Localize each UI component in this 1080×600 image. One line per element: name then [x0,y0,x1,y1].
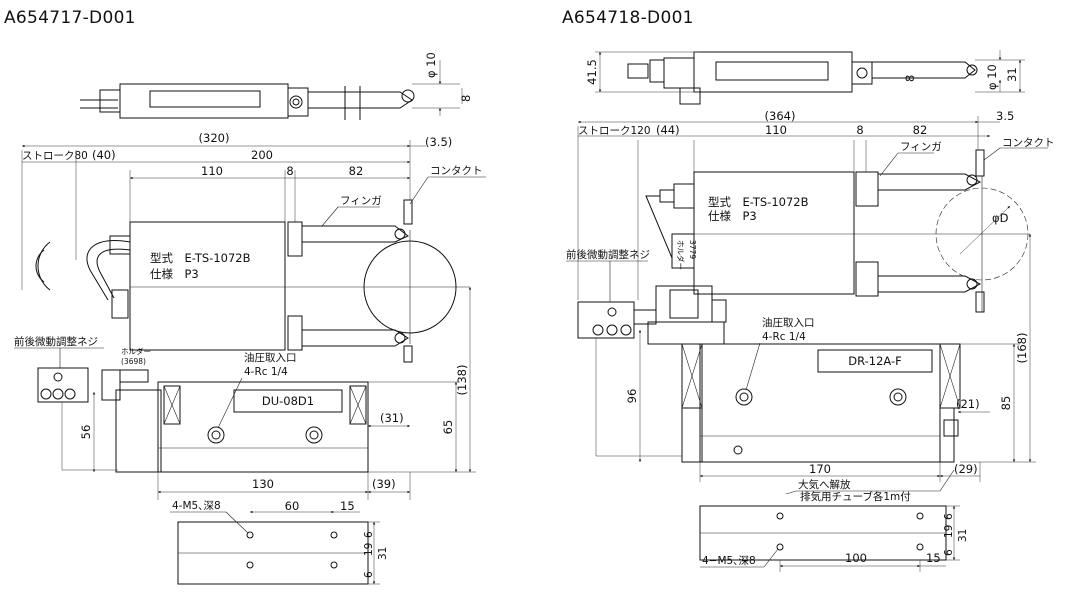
right-adjust-label: 前後微動調整ネジ [566,248,650,261]
right-unit-nameplate [817,349,933,373]
left-adjust-block [37,367,89,403]
left-contact-label: コンタクト [430,165,483,177]
right-top8-dim: 8 [903,75,917,82]
right-adjust-block [577,301,635,339]
left-phi10-dim: φ 10 [424,52,438,78]
right-bottom-dim-19: 19 [943,525,955,538]
right-drawing: 41.5 8 φ 10 31 (364) 3.5 ストローク120 (44) 1… [566,50,1055,572]
left-adjust-label: 前後微動調整ネジ [14,335,98,348]
right-holder-number: 3779 [688,240,697,259]
left-dim-82: 82 [349,164,364,178]
right-dim-170: 170 [809,462,831,476]
left-dim-35: (3.5) [425,135,452,149]
left-bottom-dim-31: 31 [377,547,389,560]
left-finger-label: フィンガ [340,195,382,207]
right-top31-dim: 31 [1005,67,1019,82]
left-bottom-dim-6a: 6 [363,531,375,538]
right-dim-168: (168) [1015,333,1029,364]
left-bottom-dim-6b: 6 [363,571,375,578]
right-phi10-dim: φ 10 [985,64,999,90]
left-oil-inlet: 油圧取入口 [244,351,297,364]
left-dim-320: (320) [199,131,230,145]
left-dim-60: 60 [285,499,300,513]
left-dim-15: 15 [340,499,355,513]
left-model-line2: 仕様 P3 [150,267,199,281]
right-dim-96: 96 [625,389,639,404]
left-dim-138: (138) [455,365,469,396]
right-dim-15: 15 [926,551,941,565]
left-dim-56: 56 [79,425,93,440]
left-dim-40: (40) [92,148,116,162]
right-oil-inlet: 油圧取入口 [762,316,815,329]
right-dim-44: (44) [656,123,680,137]
left-top8-dim: 8 [459,95,473,102]
right-bottom-dim-31: 31 [957,529,969,542]
left-unit-name: DU-08D1 [262,394,314,408]
left-rc-spec: 4-Rc 1/4 [244,366,288,378]
left-dim-65: 65 [441,420,455,435]
right-dim-29: (29) [954,462,978,476]
left-main-body [129,221,286,351]
left-top-view: φ 10 8 [80,52,473,120]
right-dim-21: (21) [956,397,980,411]
right-dim-8: 8 [856,123,863,137]
left-dim-200: 200 [251,148,273,162]
right-unit-name: DR-12A-F [848,354,902,368]
right-phiD-label: φD [992,211,1009,225]
right-model-line1: 型式 E-TS-1072B [708,195,809,209]
right-dim-110: 110 [765,123,787,137]
left-dim-39: (39) [372,477,396,491]
right-drawing-title: A654718-D001 [562,8,694,28]
right-dim-82: 82 [913,123,928,137]
right-holes-label: 4−M5､深8 [702,555,756,567]
right-bottom-dim-6a: 6 [943,513,955,520]
right-finger-label: フィンガ [900,141,942,153]
left-stroke80: ストローク80 [22,150,88,162]
right-stroke120: ストローク120 [578,125,651,137]
left-dim-130: 130 [252,477,274,491]
right-rc-spec: 4-Rc 1/4 [762,331,806,343]
right-dim-415: 41.5 [585,59,599,85]
left-holder-number: (3698) [121,357,146,366]
left-unit-nameplate [233,389,343,413]
right-bottom-dim-6b: 6 [943,549,955,556]
right-release-label: 大気へ解放 [798,478,851,491]
right-top-view: 41.5 8 φ 10 31 [585,50,1025,105]
right-dim-85: 85 [999,396,1013,411]
right-dim-35: 3.5 [996,109,1014,123]
left-holder-label: ホルダー [121,346,151,356]
left-dim-8: 8 [286,164,293,178]
left-drawing: φ 10 8 (320) (3.5) ストローク80 (40) 200 110 … [14,52,486,585]
right-contact-label: コンタクト [1002,137,1055,149]
left-drawing-title: A654717-D001 [4,8,136,28]
right-main-body [693,171,855,295]
right-exhaust-label: 排気用チューブ各1m付 [800,490,911,503]
left-dim-31: (31) [380,411,404,425]
left-bottom-dim-19: 19 [363,543,375,556]
right-dim-364: (364) [765,109,796,123]
left-holes-label: 4-M5､深8 [172,500,221,512]
left-model-line1: 型式 E-TS-1072B [150,251,251,265]
right-dim-100: 100 [845,551,867,565]
right-model-line2: 仕様 P3 [708,209,757,223]
left-dim-110: 110 [201,164,223,178]
right-holder-label: ホルダー [676,240,686,270]
